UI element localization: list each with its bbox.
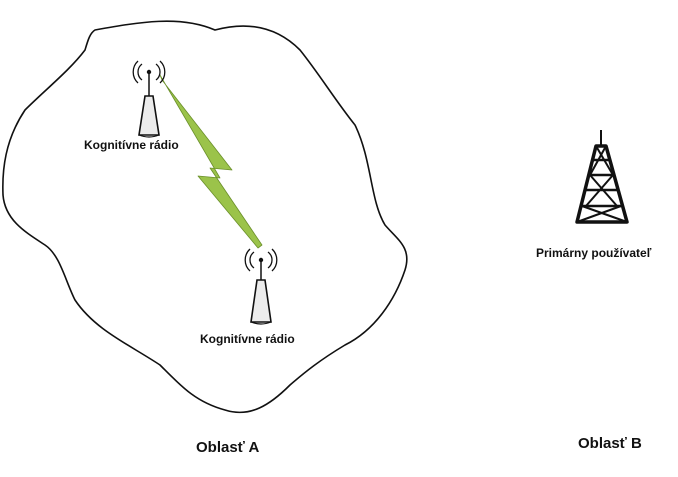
antenna-icon [132,60,166,138]
area-a-label: Oblasť A [196,439,260,456]
area-b-label: Oblasť B [578,435,642,452]
transmission-tower-icon [575,130,629,224]
antenna-icon [244,248,278,325]
area-a-boundary [2,20,408,414]
cognitive-radio-top-label: Kognitívne rádio [84,138,179,152]
cognitive-radio-bottom-label: Kognitívne rádio [200,332,295,346]
primary-user-label: Primárny používateľ [536,246,652,260]
lightning-link-icon [159,74,263,249]
